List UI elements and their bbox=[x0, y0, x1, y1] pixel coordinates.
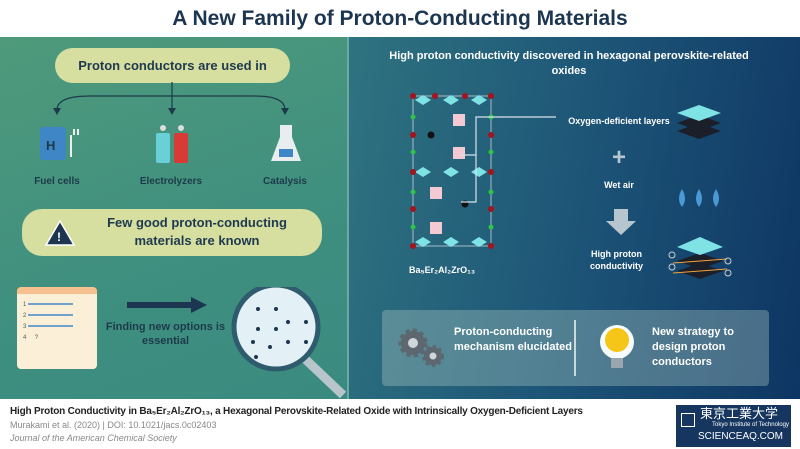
left-panel: Proton conductors are used in H Fuel cel… bbox=[0, 37, 347, 399]
flask-icon bbox=[271, 125, 301, 161]
electrolyzers-label: Electrolyzers bbox=[139, 176, 203, 187]
logo-en: Tokyo Institute of Technology bbox=[712, 422, 789, 428]
right-panel: High proton conductivity discovered in h… bbox=[347, 37, 800, 399]
warning-icon: ! bbox=[44, 219, 76, 246]
formula-label: Ba₅Er₂Al₂ZrO₁₃ bbox=[408, 265, 476, 275]
paper-title: High Proton Conductivity in Ba₅Er₂Al₂ZrO… bbox=[10, 406, 583, 417]
bracket-connector bbox=[461, 116, 556, 203]
page-title: A New Family of Proton-Conducting Materi… bbox=[172, 7, 628, 30]
warning-text: Few good proton-conducting materials are… bbox=[107, 215, 287, 248]
right-arrow-icon bbox=[127, 297, 207, 313]
conclusion-box: Proton-conducting mechanism elucidated N… bbox=[382, 310, 769, 386]
strategy-text: New strategy to design proton conductors bbox=[652, 326, 734, 368]
authors-doi: Murakami et al. (2020) | DOI: 10.1021/ja… bbox=[10, 420, 217, 430]
lightbulb-icon bbox=[600, 325, 634, 368]
mechanism-text: Proton-conducting mechanism elucidated bbox=[454, 326, 572, 353]
svg-text:!: ! bbox=[57, 230, 61, 244]
warning-pill: ! Few good proton-conducting materials a… bbox=[22, 209, 322, 256]
plus-icon: + bbox=[611, 144, 626, 171]
layers-stack-icon bbox=[677, 105, 721, 139]
finding-text: Finding new options is essential bbox=[105, 321, 226, 347]
electrolyzer-icon bbox=[156, 125, 188, 163]
list-number: 4 bbox=[23, 335, 27, 341]
high-proton-label: High proton conductivity bbox=[589, 249, 643, 271]
svg-text:H: H bbox=[46, 138, 55, 153]
catalysis-label: Catalysis bbox=[263, 176, 307, 187]
box-divider bbox=[574, 320, 576, 376]
wet-air-label: Wet air bbox=[604, 180, 634, 190]
tokyo-tech-logo: 東京工業大学 Tokyo Institute of Technology SCI… bbox=[676, 405, 791, 447]
list-number: 2 bbox=[23, 313, 27, 319]
logo-emblem-icon bbox=[681, 413, 695, 427]
gears-icon bbox=[398, 328, 444, 367]
water-drops-icon bbox=[679, 189, 719, 207]
watermark: SCIENCEAQ.COM bbox=[698, 431, 784, 442]
fuel-cells-label: Fuel cells bbox=[34, 176, 80, 187]
fuel-cell-icon: H bbox=[40, 127, 79, 160]
oxygen-deficient-label: Oxygen-deficient layers bbox=[568, 116, 670, 126]
journal-name: Journal of the American Chemical Society bbox=[10, 433, 177, 443]
list-question: ? bbox=[34, 335, 39, 341]
branch-arrows bbox=[53, 82, 289, 115]
magnifier-icon bbox=[231, 287, 347, 399]
right-heading: High proton conductivity discovered in h… bbox=[389, 50, 749, 77]
list-number: 1 bbox=[23, 302, 27, 308]
down-arrow-icon bbox=[606, 209, 636, 235]
uses-heading: Proton conductors are used in bbox=[55, 48, 290, 83]
crystal-structure-icon bbox=[410, 93, 494, 249]
proton-layers-icon bbox=[668, 237, 732, 279]
scroll-list-icon: 1 2 3 4 ? bbox=[17, 287, 97, 369]
list-number: 3 bbox=[23, 324, 27, 330]
logo-jp: 東京工業大学 bbox=[700, 406, 779, 421]
